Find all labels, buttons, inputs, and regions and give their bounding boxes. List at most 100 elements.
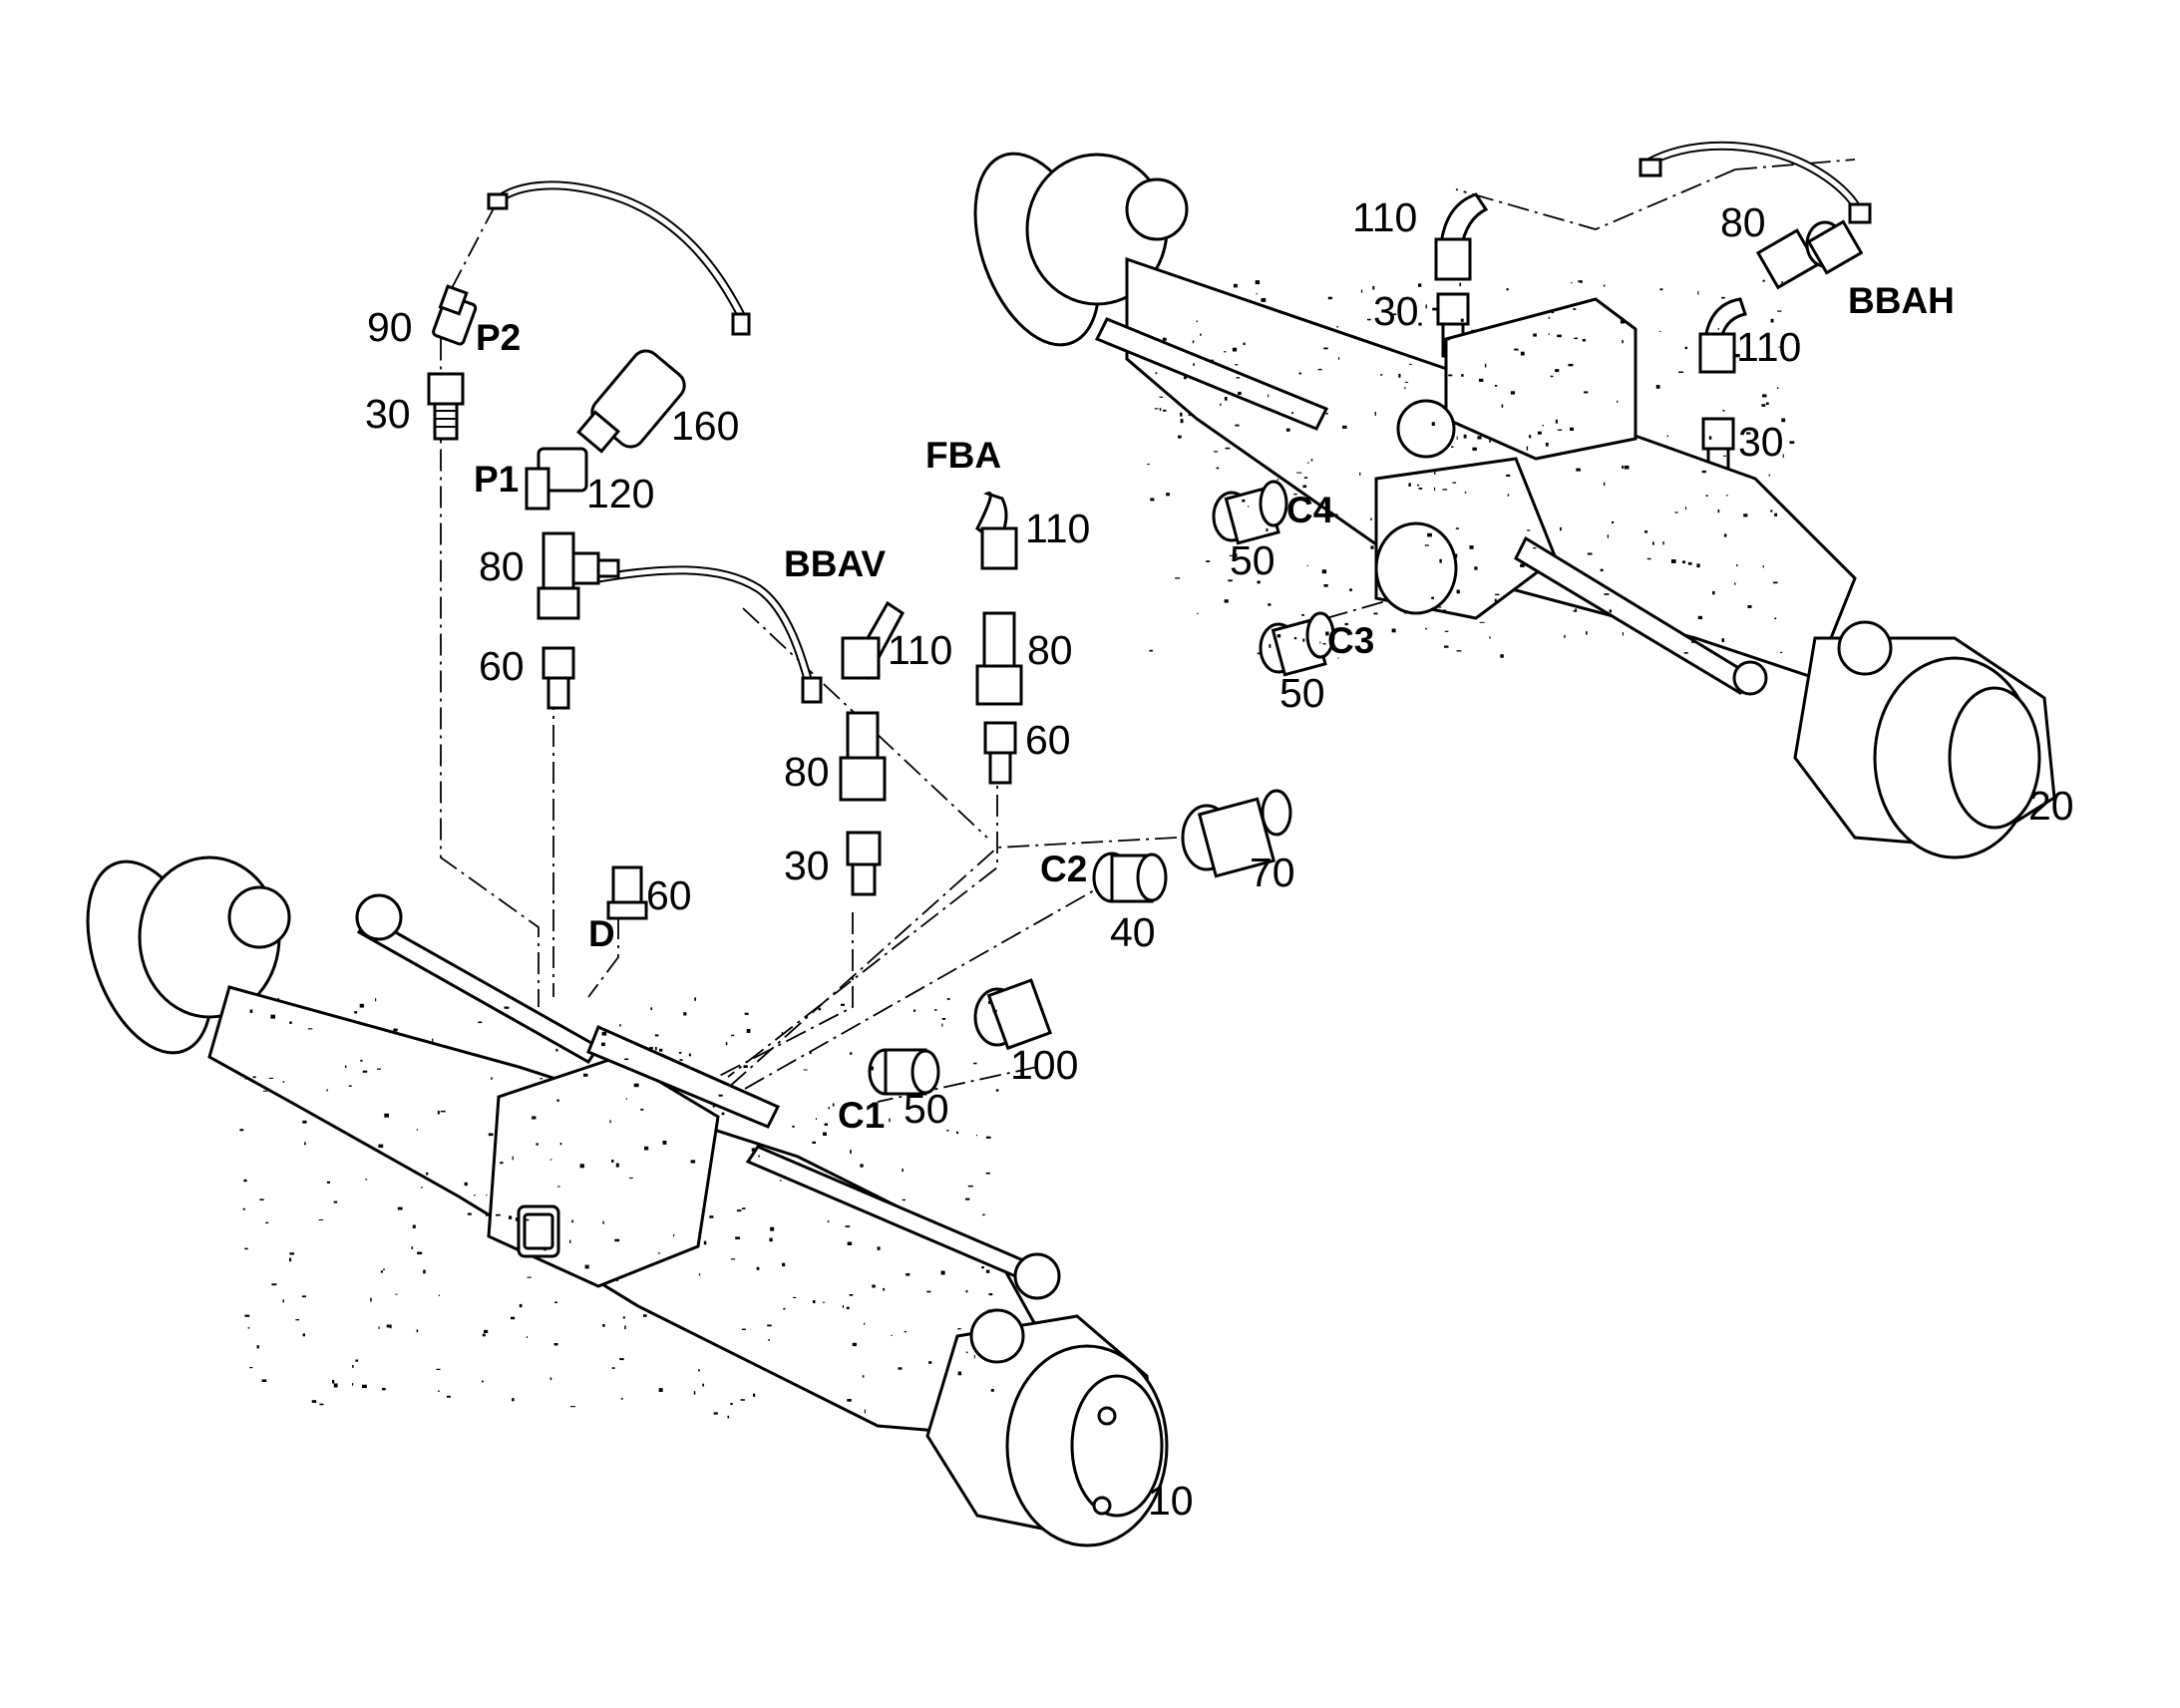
callout-160: 160 [671, 403, 740, 449]
texture-speck [982, 1213, 985, 1216]
texture-speck [1514, 348, 1519, 351]
texture-speck [985, 1269, 990, 1273]
callout-60-d: 60 [646, 872, 692, 918]
texture-speck [928, 1361, 932, 1364]
texture-speck [1197, 612, 1199, 614]
texture-speck [484, 1329, 489, 1333]
callout-90: 90 [367, 304, 413, 350]
texture-speck [362, 1070, 368, 1073]
callout-80-rear: 80 [1720, 199, 1766, 245]
texture-speck [803, 1069, 808, 1071]
texture-speck [352, 1383, 354, 1386]
texture-speck [1200, 333, 1202, 336]
texture-speck [1564, 634, 1566, 638]
elbow-110-rear-top [1434, 192, 1489, 281]
texture-speck [619, 1358, 624, 1361]
texture-speck [1323, 584, 1328, 587]
texture-speck [1303, 477, 1308, 479]
texture-speck [1166, 493, 1170, 497]
texture-speck [1469, 545, 1474, 549]
texture-speck [482, 1380, 484, 1383]
texture-speck [1393, 313, 1397, 316]
texture-speck [1571, 281, 1573, 284]
texture-speck [1323, 347, 1328, 350]
texture-speck [1149, 649, 1153, 652]
texture-speck [1456, 589, 1460, 594]
callout-30-bbav: 30 [784, 843, 830, 888]
texture-speck [1310, 459, 1313, 462]
texture-speck [883, 1287, 886, 1291]
texture-speck [1367, 318, 1371, 321]
texture-speck [727, 1415, 730, 1419]
texture-speck [1603, 284, 1606, 287]
texture-speck [898, 1367, 903, 1370]
texture-speck [1317, 368, 1322, 371]
texture-speck [615, 1163, 619, 1168]
texture-speck [423, 1269, 426, 1274]
texture-speck [995, 1089, 999, 1092]
texture-speck [815, 1118, 817, 1121]
texture-speck [1560, 526, 1562, 531]
texture-speck [381, 1388, 386, 1391]
texture-speck [579, 1164, 584, 1169]
texture-speck [438, 1390, 440, 1392]
texture-speck [1233, 283, 1238, 288]
texture-speck [1162, 337, 1167, 341]
texture-speck [633, 1083, 639, 1088]
nut-100-c1 [973, 978, 1052, 1051]
callout-110-bbav: 110 [888, 627, 953, 673]
texture-speck [1234, 553, 1238, 557]
texture-speck [1456, 650, 1462, 652]
elbow-fitting-90 [432, 284, 478, 346]
texture-speck [1747, 605, 1752, 608]
tee-fitting-80 [537, 531, 620, 620]
texture-speck [482, 1333, 486, 1337]
texture-speck [1243, 342, 1246, 346]
hose-bbah [1638, 141, 1872, 224]
texture-speck [1269, 644, 1272, 648]
texture-speck [828, 1107, 830, 1110]
texture-speck [375, 998, 377, 1002]
texture-speck [1726, 495, 1728, 497]
texture-speck [1150, 498, 1155, 502]
texture-speck [792, 1125, 795, 1128]
texture-speck [512, 1156, 514, 1161]
texture-speck [1216, 467, 1220, 470]
texture-speck [438, 1294, 441, 1296]
texture-speck [1235, 424, 1240, 427]
callout-30-rear-top: 30 [1373, 288, 1419, 334]
plug-60-d [606, 865, 648, 920]
texture-speck [583, 1073, 588, 1077]
texture-speck [261, 1379, 267, 1382]
texture-speck [1192, 340, 1195, 344]
texture-speck [1327, 296, 1332, 300]
texture-speck [504, 1006, 510, 1009]
port-label-bbav: BBAV [784, 543, 887, 584]
texture-speck [1268, 603, 1272, 606]
texture-speck [319, 1403, 324, 1406]
texture-speck [852, 1342, 857, 1347]
texture-speck [654, 1034, 659, 1037]
texture-speck [416, 1329, 419, 1333]
texture-speck [354, 1011, 358, 1014]
texture-speck [519, 1303, 523, 1308]
texture-speck [383, 1268, 385, 1270]
texture-speck [1425, 627, 1427, 630]
texture-speck [793, 1296, 797, 1298]
texture-speck [741, 1328, 746, 1330]
texture-speck [702, 1383, 704, 1387]
pressure-sensor-160 [576, 349, 686, 454]
texture-speck [1551, 311, 1555, 314]
texture-speck [1542, 425, 1544, 427]
texture-speck [988, 1000, 990, 1004]
texture-speck [1374, 412, 1376, 416]
texture-speck [620, 1397, 623, 1400]
texture-speck [1325, 501, 1328, 505]
texture-speck [1444, 630, 1449, 632]
texture-speck [1409, 363, 1412, 365]
texture-speck [1372, 285, 1375, 290]
texture-speck [611, 1160, 614, 1163]
callout-50-c4: 50 [1230, 537, 1275, 583]
texture-speck [736, 1209, 742, 1212]
texture-speck [486, 1212, 488, 1216]
